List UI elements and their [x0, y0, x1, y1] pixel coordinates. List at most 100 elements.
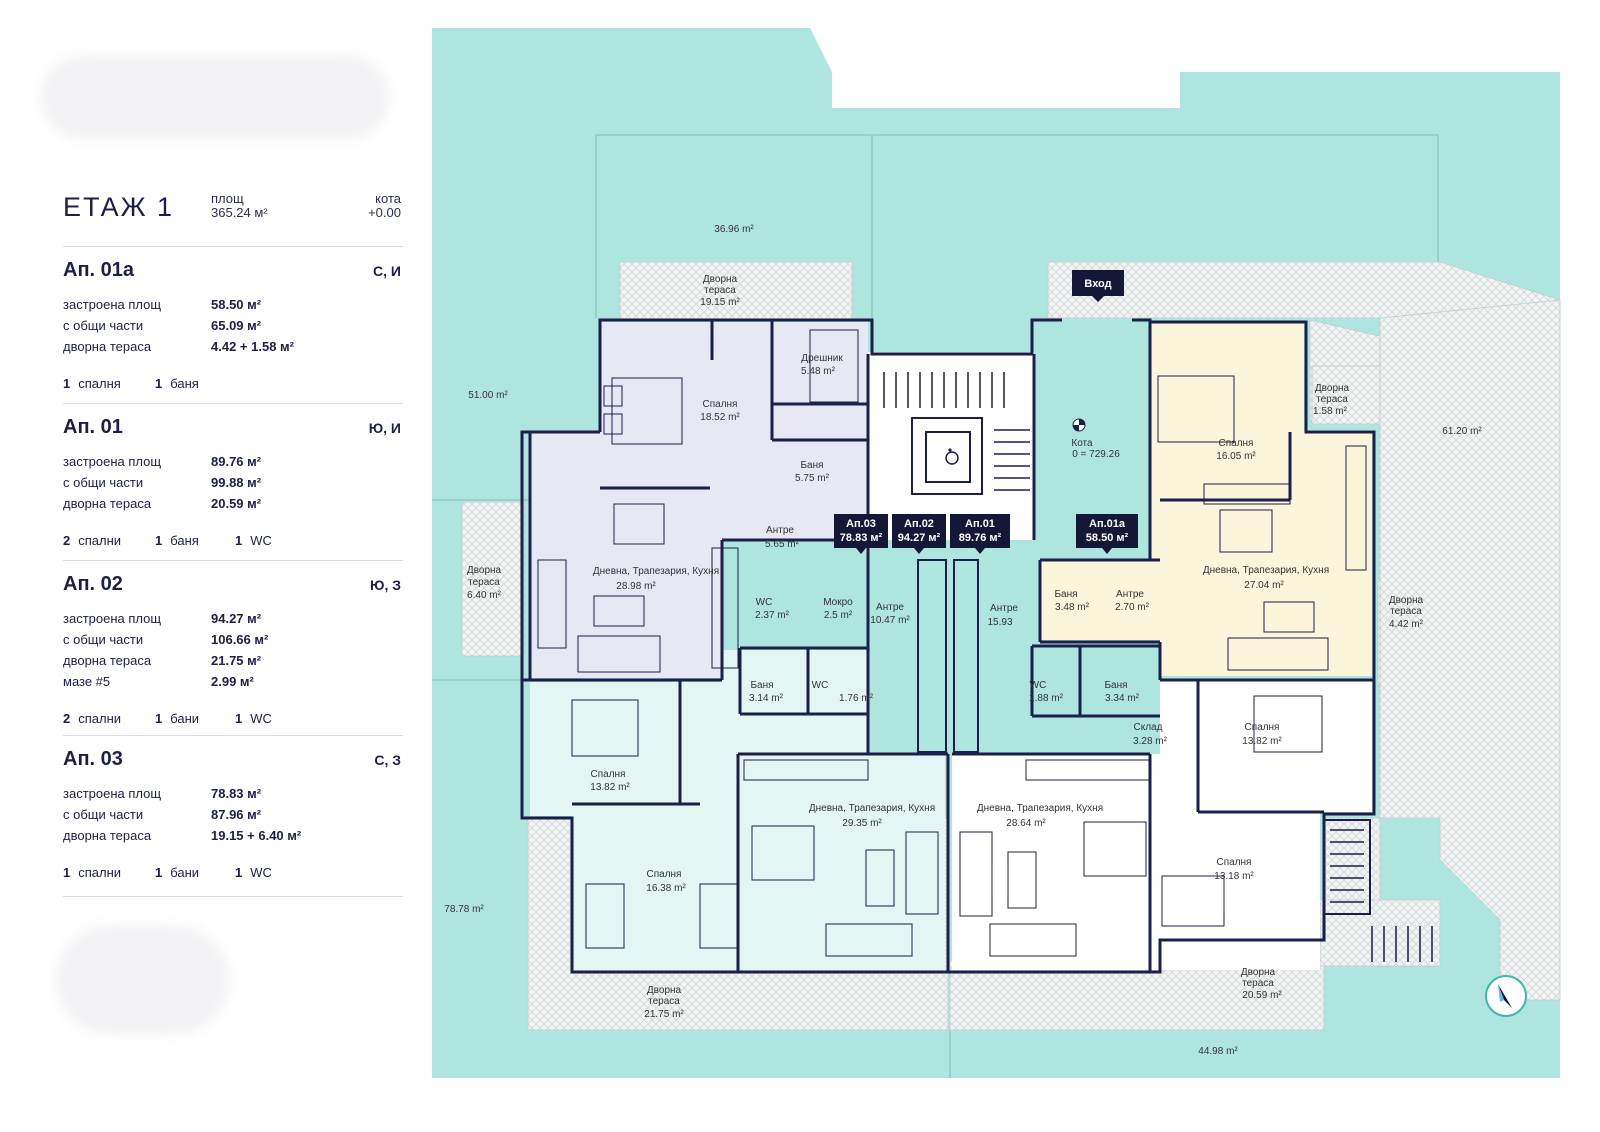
floor-header: ЕТАЖ 1 площ 365.24 м² кота +0.00 [63, 190, 403, 247]
room-label: 3.34 m² [1105, 693, 1140, 704]
room-label: 44.98 m² [1198, 1046, 1238, 1057]
room-label: 3.14 m² [749, 693, 784, 704]
room-label: Спалня [647, 869, 682, 880]
room-label: Антре [876, 602, 904, 613]
apartment-tag-name: Ап.03 [846, 518, 876, 530]
floor-kota-value: +0.00 [368, 205, 401, 220]
apartment-row-label: застроена площ [63, 611, 162, 626]
room-label: Спалня [1219, 438, 1254, 449]
stair-fill [868, 352, 1034, 540]
info-panel: ЕТАЖ 1 площ 365.24 м² кота +0.00 Ап. 01а… [63, 190, 403, 897]
room-label: 13.82 m² [1242, 736, 1282, 747]
room-label: 1.76 m² [839, 693, 874, 704]
apartment-orientation: Ю, И [368, 420, 401, 436]
room-label: Баня [750, 680, 773, 691]
apartment-tag [892, 514, 946, 548]
room-label: Дворна [1389, 595, 1424, 606]
room-label: 5.65 m² [765, 539, 800, 550]
room-label: Баня [800, 460, 823, 471]
room-label: WC [812, 680, 829, 691]
apartment-name: Ап. 02 [63, 573, 123, 595]
room-label: Спалня [1217, 857, 1252, 868]
apartment-row-value: 58.50 м² [211, 297, 262, 312]
room-label: Дневна, Трапезария, Кухня [977, 803, 1103, 814]
apartment-tag-area: 58.50 м² [1086, 532, 1129, 544]
apartment-orientation: С, И [373, 263, 401, 279]
room-label: тераса [1242, 978, 1274, 989]
room-label: Баня [1104, 680, 1127, 691]
room-label: 2.37 m² [755, 610, 790, 621]
room-label: 21.75 m² [644, 1009, 684, 1020]
level-marker-icon [1072, 418, 1086, 432]
room-label: Дворна [1315, 383, 1350, 394]
apartment-tag-pointer [1102, 548, 1112, 554]
floor-area-value: 365.24 м² [211, 205, 268, 220]
room-label: 29.35 m² [842, 818, 882, 829]
apartment-row-label: дворна тераса [63, 828, 152, 843]
walls [520, 318, 1376, 974]
room-label: Дворна [703, 274, 738, 285]
apartment-row-value: 20.59 м² [211, 496, 262, 511]
partition-walls [911, 417, 1371, 915]
room-label: Спалня [1245, 722, 1280, 733]
room-label: 5.75 m² [795, 473, 830, 484]
room-label: 0 = 729.26 [1072, 449, 1120, 460]
room-label: тераса [1316, 394, 1348, 405]
apartment-tag [1076, 514, 1138, 548]
apartment-row-label: застроена площ [63, 297, 162, 312]
apartment-tag [834, 514, 888, 548]
apartment-tag-name: Ап.01а [1089, 518, 1126, 530]
room-label: Антре [990, 603, 1018, 614]
apartment-row-value: 99.88 м² [211, 475, 262, 490]
room-label: 51.00 m² [468, 390, 508, 401]
apartment-tag-pointer [975, 548, 985, 554]
room-label: 20.59 m² [1242, 990, 1282, 1001]
apartment-tag-area: 94.27 м² [898, 532, 941, 544]
apartment-tag-area: 78.83 м² [840, 532, 883, 544]
apartment-tag-pointer [914, 548, 924, 554]
floor-area-label: площ [211, 191, 244, 206]
apartment-name: Ап. 01 [63, 416, 123, 438]
apartment-tag [950, 514, 1010, 548]
room-label: Дневна, Трапезария, Кухня [809, 803, 935, 814]
apartment-row-label: дворна тераса [63, 653, 152, 668]
apartment-row-value: 106.66 м² [211, 632, 269, 647]
room-label: тераса [1390, 606, 1422, 617]
room-label: 2.5 m² [824, 610, 853, 621]
room-label: 13.82 m² [590, 782, 630, 793]
stairs [883, 372, 1433, 962]
room-label: Антре [766, 525, 794, 536]
room-label: 1.58 m² [1313, 406, 1348, 417]
room-label: 1.88 m² [1029, 693, 1064, 704]
room-label: 6.40 m² [467, 590, 502, 601]
floor-kota: кота +0.00 [368, 192, 401, 220]
room-label: WC [1030, 680, 1047, 691]
apt-03-fill [530, 322, 868, 678]
room-label: 13.18 m² [1214, 871, 1254, 882]
room-label: 19.15 m² [700, 297, 740, 308]
apartment-row-value: 4.42 + 1.58 м² [211, 339, 294, 354]
room-label: Антре [1116, 589, 1144, 600]
apartment-row-value: 78.83 м² [211, 786, 262, 801]
apartment-row-label: с общи части [63, 632, 144, 647]
apartment-row-value: 65.09 м² [211, 318, 262, 333]
furniture [537, 329, 1367, 957]
room-label: 5.48 m² [801, 366, 836, 377]
room-label: 3.48 m² [1055, 602, 1090, 613]
accessibility-icon [945, 448, 959, 465]
apartment-orientation: С, З [374, 752, 401, 768]
floor-title: ЕТАЖ 1 [63, 192, 175, 222]
apartment-tag-name: Ап.01 [965, 518, 995, 530]
apartment-tag-pointer [856, 548, 866, 554]
room-label: Склад [1134, 722, 1163, 733]
